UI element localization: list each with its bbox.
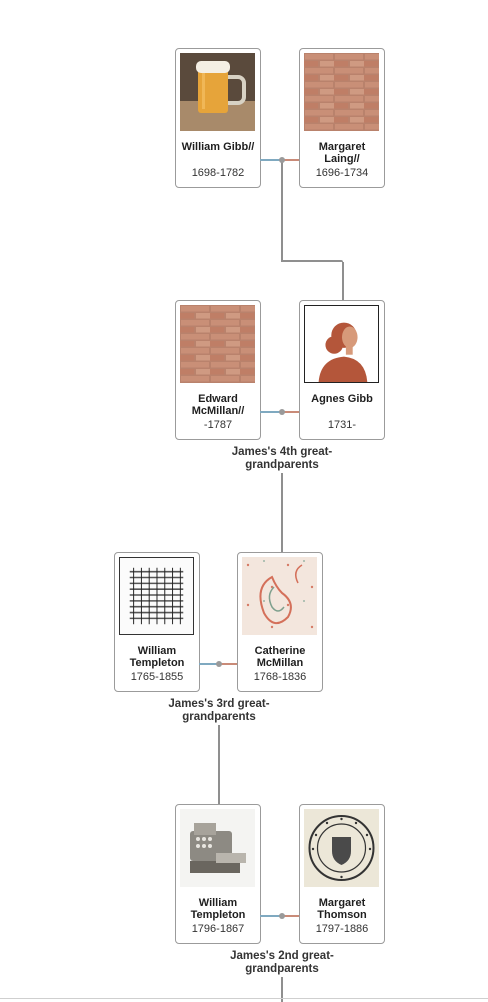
generation-label: James's 3rd great-grandparents (168, 698, 270, 723)
connector-gen2-down (281, 977, 283, 1002)
person-card-edward-mcmillan[interactable]: Edward McMillan// -1787 (175, 300, 261, 440)
couple-link-female (283, 915, 300, 917)
couple-link-dot (216, 661, 222, 667)
brick-wall-photo (180, 305, 255, 383)
female-silhouette-avatar (304, 305, 379, 383)
person-dates: 1797-1886 (315, 923, 369, 935)
couple-link-male (199, 663, 218, 665)
person-dates: 1765-1855 (130, 671, 184, 683)
generation-label: James's 2nd great-grandparents (230, 950, 334, 975)
person-card-agnes-gibb[interactable]: Agnes Gibb 1731- (299, 300, 385, 440)
couple-link-dot (279, 913, 285, 919)
person-card-william-templeton-1796[interactable]: William Templeton 1796-1867 (175, 804, 261, 944)
person-dates: 1696-1734 (315, 167, 369, 179)
person-name: Agnes Gibb (311, 393, 373, 405)
couple-link-male (260, 915, 281, 917)
connector-gen3-down (218, 725, 220, 805)
person-dates: 1698-1782 (191, 167, 245, 179)
generation-label: James's 4th great-grandparents (231, 446, 333, 471)
beer-mug-photo (180, 53, 255, 131)
person-name: William Templeton (129, 645, 185, 669)
person-dates: 1768-1836 (253, 671, 307, 683)
person-card-william-templeton-1765[interactable]: William Templeton 1765-1855 (114, 552, 200, 692)
person-name: Margaret Laing// (318, 141, 366, 165)
bottom-divider (0, 998, 488, 999)
connector-gen5-elbow (281, 260, 343, 262)
cash-register-photo (180, 809, 255, 887)
person-name: Catherine McMillan (254, 645, 306, 669)
connector-gen5-riser (342, 262, 344, 302)
person-name: William Gibb// (181, 141, 255, 153)
paisley-fabric-photo (242, 557, 317, 635)
person-name: William Templeton (190, 897, 246, 921)
person-dates: -1787 (203, 419, 233, 431)
couple-link-female (220, 663, 238, 665)
person-name: Edward McMillan// (191, 393, 245, 417)
person-card-william-gibb[interactable]: William Gibb// 1698-1782 (175, 48, 261, 188)
couple-link-dot (279, 409, 285, 415)
person-card-catherine-mcmillan[interactable]: Catherine McMillan 1768-1836 (237, 552, 323, 692)
couple-link-male (260, 411, 281, 413)
person-dates: 1796-1867 (191, 923, 245, 935)
weaving-pattern-diagram (119, 557, 194, 635)
connector-gen5-down (281, 160, 283, 262)
couple-link-female (283, 159, 300, 161)
couple-link-dot (279, 157, 285, 163)
person-card-margaret-laing[interactable]: Margaret Laing// 1696-1734 (299, 48, 385, 188)
person-card-margaret-thomson[interactable]: Margaret Thomson 1797-1886 (299, 804, 385, 944)
connector-gen4-down (281, 473, 283, 553)
person-dates: 1731- (327, 419, 357, 431)
brick-wall-photo (304, 53, 379, 131)
couple-link-male (260, 159, 281, 161)
couple-link-female (283, 411, 300, 413)
corporation-seal-image (304, 809, 379, 887)
person-name: Margaret Thomson (317, 897, 367, 921)
